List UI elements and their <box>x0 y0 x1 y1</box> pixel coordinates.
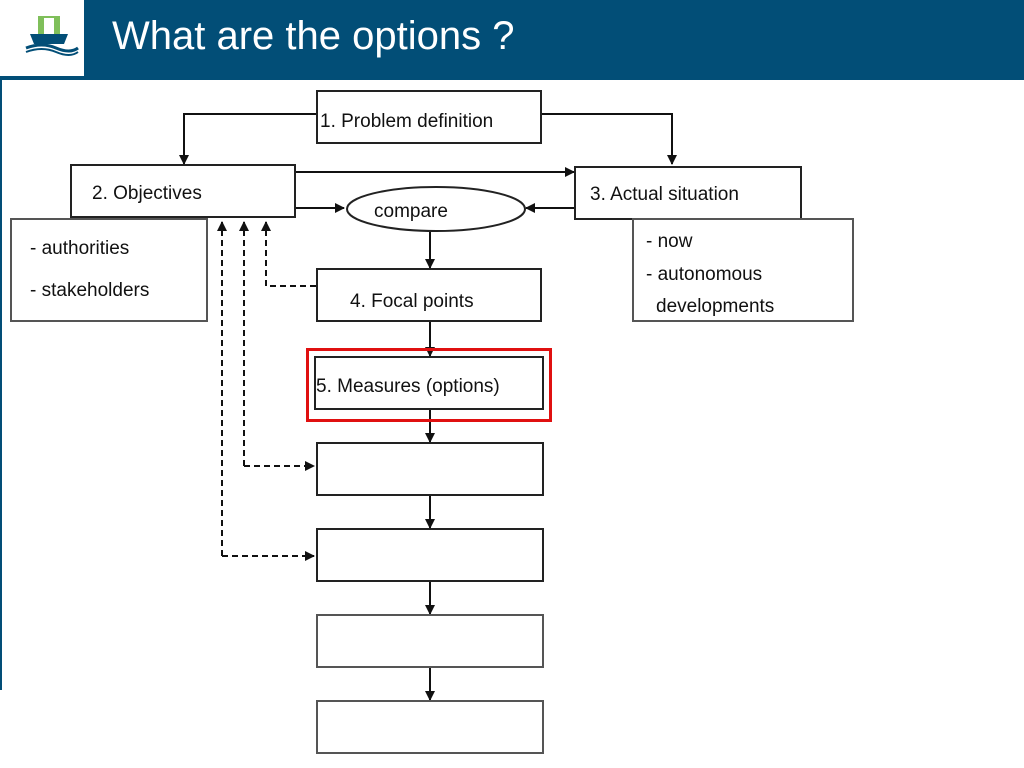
compare-ellipse <box>346 186 526 232</box>
focal-points-box <box>316 268 542 322</box>
focal-points-label: 4. Focal points <box>350 291 474 312</box>
objectives-label: 2. Objectives <box>92 183 202 204</box>
actual-situation-label: 3. Actual situation <box>590 184 739 205</box>
empty-step-box-8 <box>316 614 544 668</box>
measures-highlight-frame <box>306 348 552 422</box>
empty-step-box-7 <box>316 528 544 582</box>
objectives-box <box>70 164 296 218</box>
page-title: What are the options ? <box>112 14 515 58</box>
actual-situation-box <box>574 166 802 220</box>
logo <box>0 0 84 76</box>
objectives-list-box <box>10 218 208 322</box>
objectives-item-authorities: - authorities <box>30 238 130 259</box>
actual-situation-item-autonomous: - autonomous <box>646 264 763 285</box>
empty-step-box-9 <box>316 700 544 754</box>
title-bar: What are the options ? <box>0 0 1024 80</box>
actual-situation-item-developments: developments <box>656 296 775 317</box>
problem-definition-box <box>316 90 542 144</box>
compare-label: compare <box>374 201 448 222</box>
actual-situation-item-now: - now <box>646 231 693 252</box>
actual-situation-list-box <box>632 218 854 322</box>
measures-box <box>314 356 544 410</box>
objectives-item-stakeholders: - stakeholders <box>30 280 150 301</box>
measures-label: 5. Measures (options) <box>316 376 500 397</box>
empty-step-box-6 <box>316 442 544 496</box>
problem-definition-label: 1. Problem definition <box>320 111 494 132</box>
left-rule <box>0 80 2 690</box>
